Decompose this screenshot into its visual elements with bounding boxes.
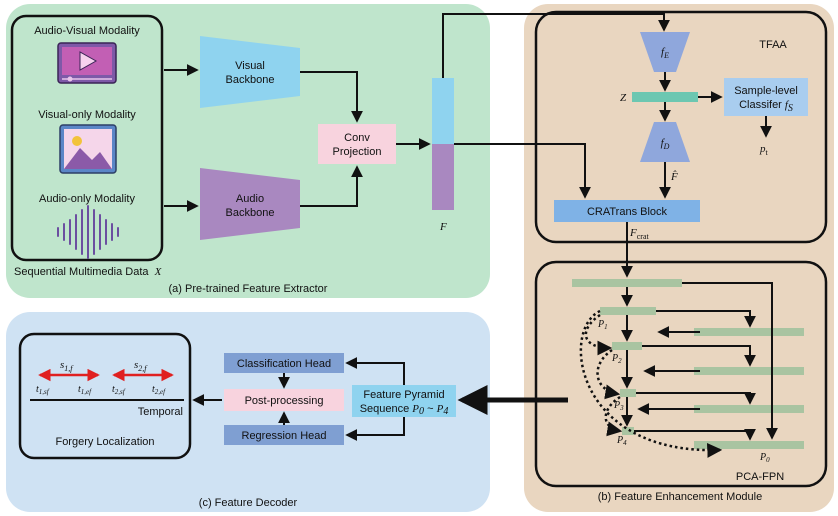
feature-column-audio (432, 144, 454, 210)
fpn-bar-r1 (694, 328, 804, 336)
encoder-fe (640, 32, 690, 72)
fpn-bar-r3 (694, 405, 804, 413)
cratrans-block (554, 200, 700, 222)
conv-projection-line2: Projection (333, 146, 382, 158)
av-modality-label: Audio-Visual Modality (34, 25, 140, 37)
decoder-fd (640, 122, 690, 162)
fpn-bar-l0 (572, 279, 682, 287)
pca-fpn-title: PCA-FPN (736, 471, 784, 483)
fpn-bar-l4 (622, 427, 634, 435)
level-p1: P1 (597, 319, 608, 331)
audio-backbone-line1: Audio (236, 193, 264, 205)
pyramid-line2: Sequence P0 ~ P4 (360, 403, 449, 417)
sample-level-classifier (724, 78, 808, 116)
fcrat-symbol: Fcrat (629, 227, 650, 241)
v-modality-label: Visual-only Modality (38, 109, 136, 121)
pca-fpn-box (534, 260, 828, 488)
visual-backbone-line2: Backbone (226, 74, 275, 86)
extractor-panel (6, 4, 490, 298)
level-p3: P3 (613, 400, 624, 412)
fpn-bar-l1 (600, 307, 656, 315)
fpn-bar-l2 (612, 342, 642, 350)
decoder-label: fD (661, 137, 670, 151)
fpn-dotted-arrows (579, 309, 723, 458)
data-caption: Sequential Multimedia Data X (14, 266, 163, 278)
fpn-right-bars (694, 328, 804, 449)
feature-pyramid-sequence (352, 385, 456, 417)
enhancement-panel-caption: (b) Feature Enhancement Module (598, 491, 762, 503)
temporal-label: Temporal (138, 406, 183, 418)
multimedia-data-box (10, 14, 164, 262)
tfaa-arrows (621, 72, 772, 278)
fpn-arrows (621, 282, 778, 441)
conv-projection (318, 124, 396, 164)
level-p4: P4 (616, 435, 627, 447)
post-processing (224, 389, 344, 411)
regression-head (224, 425, 344, 445)
feature-column-visual (432, 78, 454, 144)
level-p2: P2 (611, 353, 622, 365)
latent-z-bar (632, 92, 698, 102)
decoder-panel-caption: (c) Feature Decoder (199, 497, 298, 509)
audio-waveform-icon (57, 205, 119, 259)
pt-symbol: pt (759, 143, 769, 157)
audio-backbone (200, 168, 300, 240)
forgery-localization-label: Forgery Localization (55, 436, 154, 448)
level-p0: P0 (759, 452, 770, 464)
visual-backbone-line1: Visual (235, 60, 265, 72)
decoder-arrows (192, 357, 405, 441)
regression-head-label: Regression Head (242, 430, 327, 442)
classification-head (224, 353, 344, 373)
extractor-arrows (164, 13, 670, 212)
classifier-line1: Sample-level (734, 85, 798, 97)
enhancement-panel (524, 4, 834, 512)
fpn-bar-r2 (694, 367, 804, 375)
post-processing-label: Post-processing (245, 395, 324, 407)
extractor-panel-caption: (a) Pre-trained Feature Extractor (169, 283, 328, 295)
fpn-level-labels: P1 P2 P3 P4 P0 (597, 319, 770, 464)
fpn-bar-r0 (694, 441, 804, 449)
fpn-left-bars (572, 279, 682, 435)
image-icon (59, 124, 117, 174)
z-symbol: Z (620, 92, 627, 104)
tfaa-box (534, 10, 828, 244)
audio-backbone-line2: Backbone (226, 207, 275, 219)
encoder-label: fE (661, 46, 669, 60)
pyramid-line1: Feature Pyramid (363, 389, 444, 401)
feature-symbol: F (439, 221, 447, 233)
visual-backbone (200, 36, 300, 108)
cratrans-label: CRATrans Block (587, 206, 668, 218)
forgery-localization-box (18, 332, 192, 460)
classification-head-label: Classification Head (237, 358, 331, 370)
fhat-symbol: F̂ (670, 170, 678, 183)
video-player-icon (57, 42, 117, 84)
tfaa-title: TFAA (759, 39, 787, 51)
a-modality-label: Audio-only Modality (39, 193, 135, 205)
conv-projection-line1: Conv (344, 132, 370, 144)
fpn-bar-l3 (620, 389, 636, 397)
